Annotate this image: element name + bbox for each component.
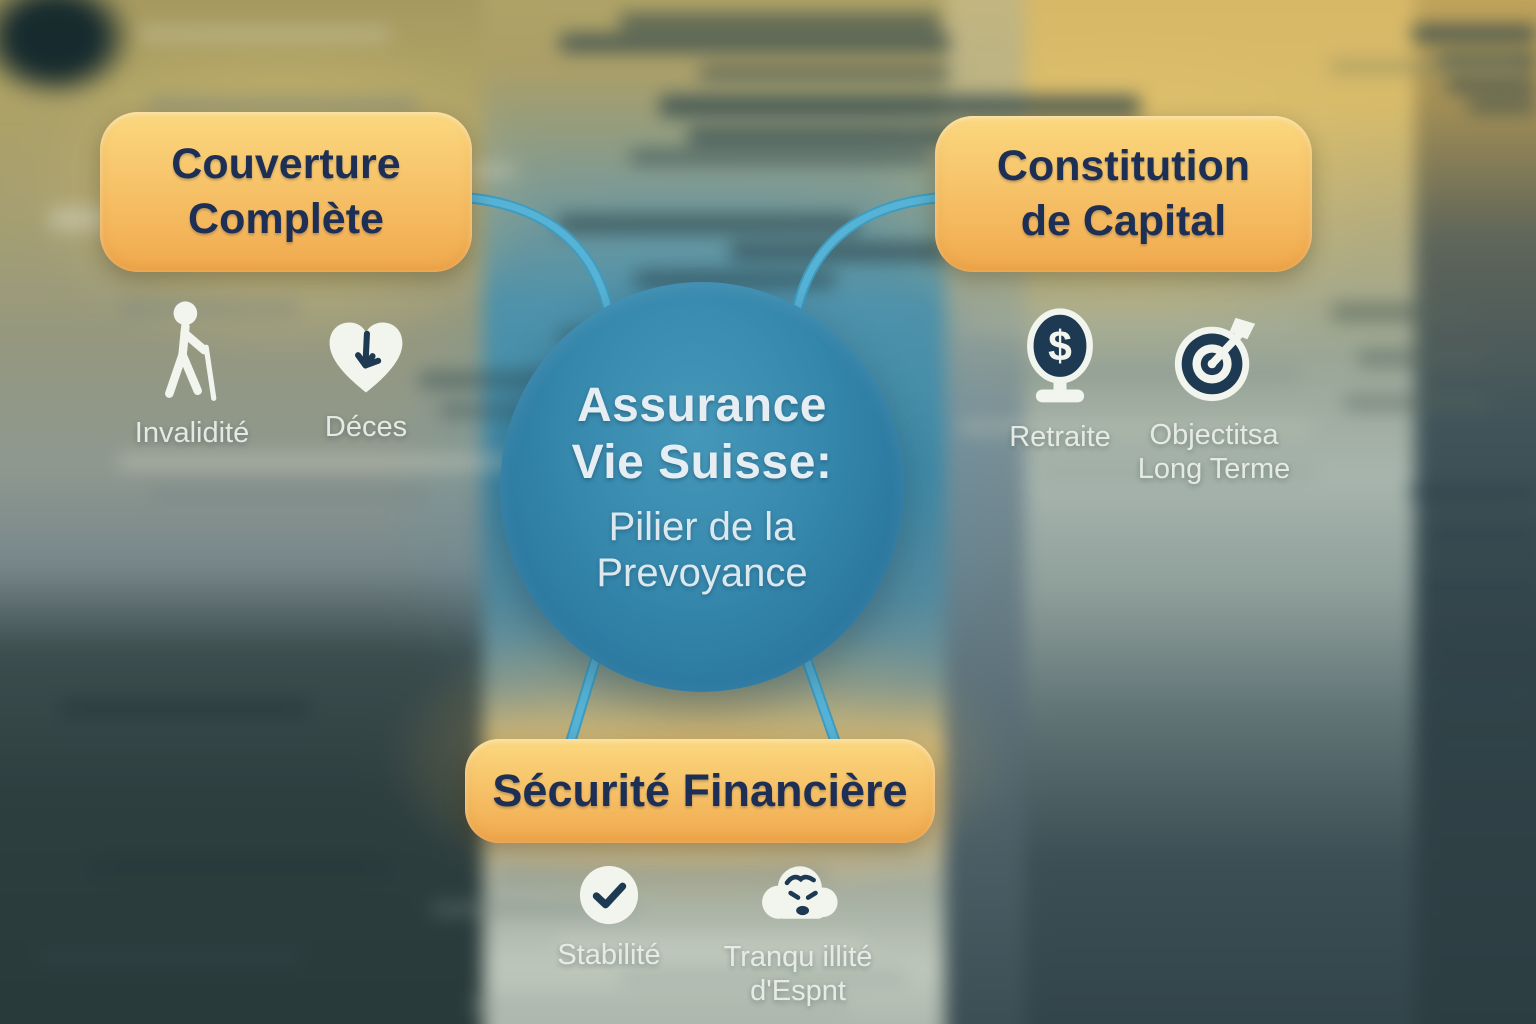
list-item: Objectitsa Long Terme <box>1128 312 1300 486</box>
item-label: Tranqu illité <box>723 941 873 973</box>
bg-stripe <box>700 66 950 80</box>
bg-stripe <box>730 243 945 260</box>
bg-stripe <box>1358 350 1483 366</box>
bg-stripe <box>660 96 1140 116</box>
item-label: Retraite <box>1009 421 1111 453</box>
bg-stripe <box>558 215 858 233</box>
bg-stripe <box>90 860 390 874</box>
bg-stripe <box>1412 26 1536 41</box>
list-item: $ Retraite <box>985 306 1135 454</box>
central-title: Assurance Vie Suisse: <box>571 379 833 489</box>
list-item: Stabilité <box>539 864 679 972</box>
bg-stripe <box>1422 686 1536 700</box>
bg-stripe <box>1447 79 1536 91</box>
dollar-coin-icon: $ <box>1027 308 1093 403</box>
item-label-line2: Long Terme <box>1137 453 1291 486</box>
branch-couverture-complete: Couverture Complète <box>100 112 472 272</box>
bg-stripe <box>560 34 950 52</box>
list-item: Invalidité <box>107 300 277 450</box>
bg-stripe <box>118 455 518 469</box>
bg-stripe <box>150 488 430 500</box>
list-item: Déces <box>291 318 441 444</box>
branch-title: Constitution de Capital <box>996 141 1251 245</box>
bg-stripe <box>1344 396 1489 410</box>
branch-securite-financiere: Sécurité Financière <box>465 739 935 843</box>
central-subtitle: Pilier de la Prevoyance <box>596 504 808 595</box>
bg-stripe <box>556 938 866 952</box>
item-label: Invalidité <box>134 417 250 449</box>
list-item: Tranqu illité d'Espnt <box>712 858 884 1008</box>
cloud-face-icon <box>762 866 838 919</box>
bg-stripe <box>1435 740 1536 752</box>
bg-stripe <box>40 950 300 964</box>
bg-stripe <box>620 972 905 984</box>
item-label: Objectitsa <box>1149 419 1279 451</box>
heart-arrow-icon <box>329 322 403 393</box>
svg-text:$: $ <box>1048 323 1072 371</box>
item-label: Stabilité <box>557 939 661 971</box>
target-arrow-icon <box>1174 317 1256 402</box>
bg-stripe <box>1332 303 1467 321</box>
bg-stripe <box>630 150 930 164</box>
person-cane-icon <box>165 301 217 401</box>
check-circle-icon <box>579 865 639 925</box>
branch-constitution-de-capital: Constitution de Capital <box>935 116 1312 272</box>
bg-column-far-right <box>1415 0 1536 1024</box>
bg-stripe <box>1410 485 1536 499</box>
bg-stripe <box>1040 468 1315 480</box>
bg-stripe <box>958 420 1313 434</box>
bg-stripe <box>148 98 418 112</box>
bg-stripe <box>498 868 828 882</box>
item-label-line2: d'Espnt <box>750 975 846 1008</box>
bg-stripe <box>60 700 310 716</box>
bg-stripe <box>620 14 940 30</box>
item-label: Déces <box>324 411 408 443</box>
central-node: Assurance Vie Suisse: Pilier de la Prevo… <box>500 282 904 692</box>
bg-stripe <box>470 1000 850 1012</box>
bg-stripe <box>1468 100 1536 111</box>
bg-stripe <box>1330 60 1520 74</box>
bg-stripe <box>1428 528 1536 542</box>
bg-stripe <box>120 300 300 314</box>
branch-title: Sécurité Financière <box>492 765 908 816</box>
bg-stripe <box>1416 578 1536 594</box>
bg-stripe <box>140 28 390 40</box>
branch-title: Couverture Complète <box>171 139 401 243</box>
bg-stripe <box>1443 633 1536 646</box>
